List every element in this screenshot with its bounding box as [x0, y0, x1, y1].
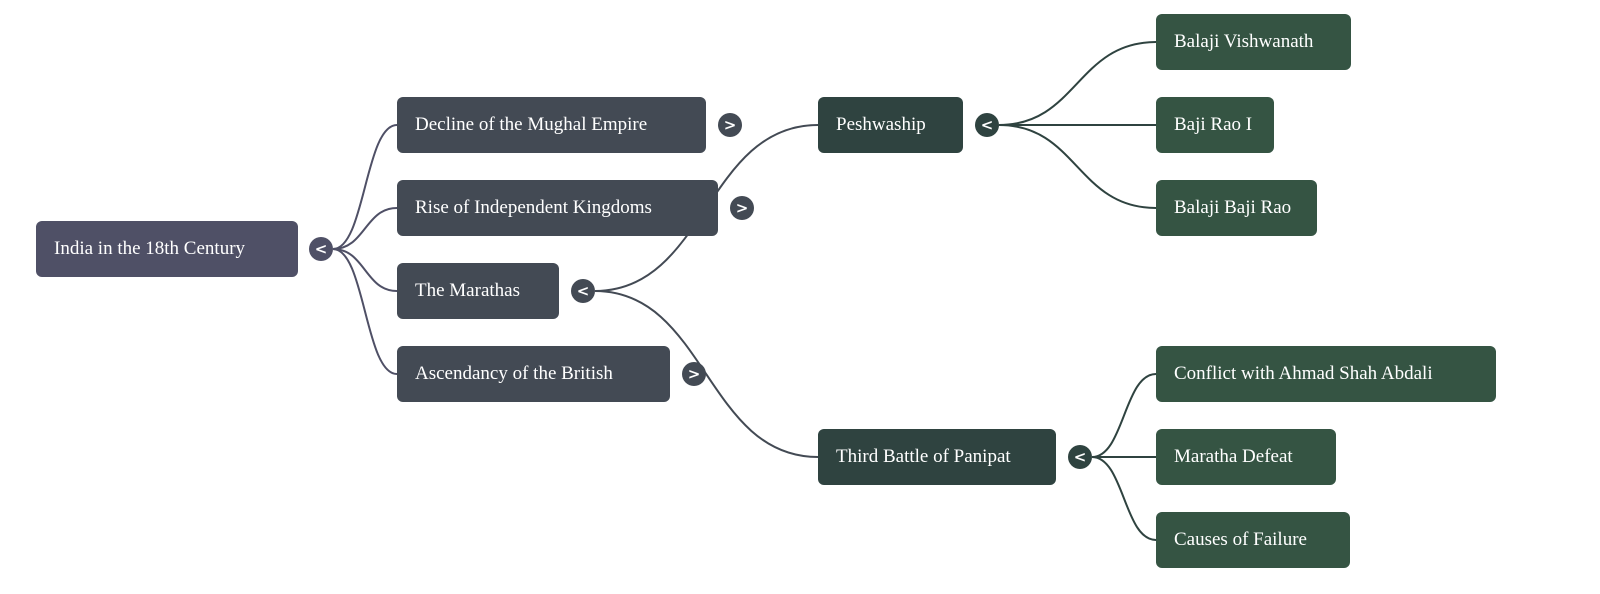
- expand-toggle-decline[interactable]: >: [718, 113, 742, 137]
- expand-toggle-rise[interactable]: >: [730, 196, 754, 220]
- node-ascendancy-british[interactable]: Ascendancy of the British: [397, 346, 670, 402]
- node-rise-kingdoms[interactable]: Rise of Independent Kingdoms: [397, 180, 718, 236]
- node-causes-failure[interactable]: Causes of Failure: [1156, 512, 1350, 568]
- edge-panipat-c3: [1091, 456, 1157, 541]
- node-balaji-baji-rao[interactable]: Balaji Baji Rao: [1156, 180, 1317, 236]
- edge-panipat-c1: [1091, 373, 1157, 458]
- edge-root-ascendancy: [332, 248, 398, 375]
- collapse-toggle-panipat[interactable]: <: [1068, 445, 1092, 469]
- collapse-toggle-peshwaship[interactable]: <: [975, 113, 999, 137]
- edge-peshwaship-c3: [998, 124, 1157, 209]
- edge-root-rise: [332, 207, 398, 250]
- node-maratha-defeat[interactable]: Maratha Defeat: [1156, 429, 1336, 485]
- node-baji-rao-i[interactable]: Baji Rao I: [1156, 97, 1274, 153]
- node-marathas[interactable]: The Marathas: [397, 263, 559, 319]
- collapse-toggle-marathas[interactable]: <: [571, 279, 595, 303]
- node-peshwaship[interactable]: Peshwaship: [818, 97, 963, 153]
- node-third-battle-panipat[interactable]: Third Battle of Panipat: [818, 429, 1056, 485]
- node-root[interactable]: India in the 18th Century: [36, 221, 298, 277]
- node-balaji-vishwanath[interactable]: Balaji Vishwanath: [1156, 14, 1351, 70]
- edge-marathas-panipat: [594, 290, 819, 458]
- collapse-toggle-root[interactable]: <: [309, 237, 333, 261]
- node-decline-mughal[interactable]: Decline of the Mughal Empire: [397, 97, 706, 153]
- expand-toggle-ascendancy[interactable]: >: [682, 362, 706, 386]
- node-conflict-abdali[interactable]: Conflict with Ahmad Shah Abdali: [1156, 346, 1496, 402]
- edge-peshwaship-c1: [998, 41, 1157, 126]
- edge-root-marathas: [332, 248, 398, 292]
- edge-root-decline: [332, 124, 398, 250]
